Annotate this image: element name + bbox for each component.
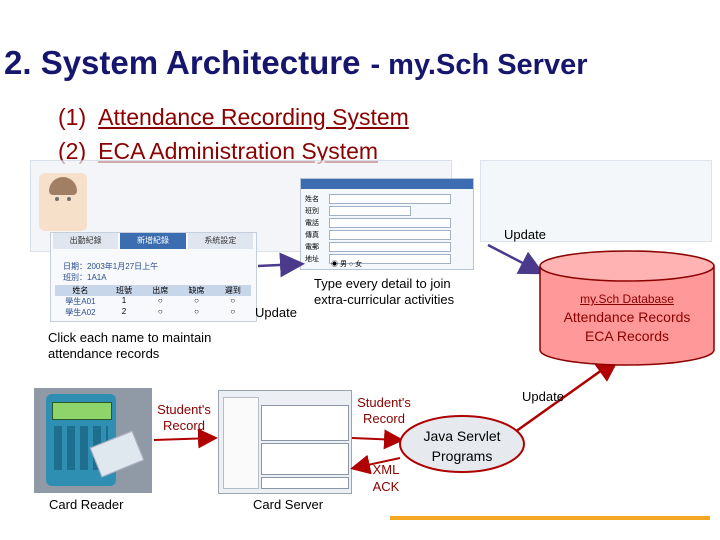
database-records: Attendance Records ECA Records — [540, 308, 714, 346]
field-label: 姓名 — [305, 196, 319, 203]
fax-field[interactable] — [329, 230, 451, 240]
col-header: 班號 — [115, 286, 132, 295]
field-label: 傳真 — [305, 232, 319, 239]
update-label-top: Update — [504, 227, 546, 242]
eca-form: 姓名 班別 電話 傳真 電郵 地址 ◉ 男 ○ 女 — [300, 178, 474, 270]
gender-female[interactable]: 女 — [355, 261, 363, 268]
system-num: (2) — [58, 138, 87, 164]
phone-field[interactable] — [329, 218, 451, 228]
form-row: 姓名 — [305, 193, 471, 205]
table-row[interactable]: 學生A02 2 ○ ○ ○ — [55, 307, 251, 318]
table-row[interactable]: 學生A01 1 ○ ○ ○ — [55, 296, 251, 307]
class-field[interactable] — [329, 206, 411, 216]
click-name-label: Click each name to maintain attendance r… — [48, 330, 212, 361]
form-row: 電話 — [305, 217, 471, 229]
card-server-label: Card Server — [253, 497, 324, 512]
radio-absent[interactable]: ○ — [194, 307, 199, 316]
attendance-header-row: 姓名 班號 出席 缺席 遲到 — [55, 285, 251, 296]
update-arrow-attendance — [257, 252, 305, 278]
form-row: 班別 — [305, 205, 471, 217]
radio-late[interactable]: ○ — [230, 307, 236, 316]
tab-system-settings[interactable]: 系統設定 — [187, 233, 253, 249]
col-header: 出席 — [152, 286, 169, 295]
database-record: Attendance Records — [563, 309, 691, 325]
radio-absent[interactable]: ○ — [194, 296, 199, 305]
database-icon — [539, 250, 715, 366]
form-row: 傳真 — [305, 229, 471, 241]
field-label: 電郵 — [305, 244, 319, 251]
record-arrow-server — [351, 429, 404, 450]
attendance-tabs: 出勤紀錄 新增紀錄 系統設定 — [53, 233, 253, 249]
update-label-left: Update — [255, 305, 297, 320]
col-header: 姓名 — [72, 286, 89, 295]
update-arrow-servlet — [514, 357, 621, 434]
system-item-1: (1) Attendance Recording System — [58, 104, 409, 131]
card-reader-label: Card Reader — [49, 497, 124, 512]
form-row: 地址 — [305, 253, 471, 265]
card-reader-image — [34, 388, 152, 493]
update-label-right: Update — [522, 389, 564, 404]
type-detail-label: Type every detail to join extra-curricul… — [314, 276, 455, 307]
right-panel — [480, 160, 712, 242]
record-arrow-reader — [153, 428, 218, 449]
form-row: 電郵 — [305, 241, 471, 253]
avatar — [39, 173, 87, 231]
system-label: Attendance Recording System — [98, 104, 409, 130]
java-servlet-ellipse — [399, 415, 525, 473]
email-field[interactable] — [329, 242, 451, 252]
page-title: 2. System Architecture - my.Sch Server — [4, 44, 588, 82]
student-num: 2 — [121, 307, 127, 316]
database-record: ECA Records — [584, 328, 670, 344]
students-record-left: Student's Record — [157, 402, 211, 433]
radio-present[interactable]: ○ — [157, 307, 163, 316]
gender-male[interactable]: 男 — [339, 261, 347, 268]
attendance-date: 日期：2003年1月27日上午 — [63, 262, 159, 271]
ack-arrow — [350, 454, 401, 475]
address-field[interactable] — [329, 254, 451, 264]
attendance-class: 班別：1A1A — [63, 273, 107, 282]
attendance-screen: 出勤紀錄 新增紀錄 系統設定 日期：2003年1月27日上午 班別：1A1A 姓… — [50, 232, 257, 322]
col-header: 遲到 — [224, 286, 241, 295]
accent-line — [390, 516, 710, 520]
card-reader-display — [52, 402, 112, 420]
student-name[interactable]: 學生A01 — [65, 297, 96, 306]
col-header: 缺席 — [188, 286, 205, 295]
eca-form-fields: 姓名 班別 電話 傳真 電郵 地址 — [305, 193, 471, 265]
student-num: 1 — [121, 296, 127, 305]
field-label: 班別 — [305, 208, 319, 215]
java-servlet-label: Java Servlet Programs — [423, 428, 501, 464]
title-main: 2. System Architecture — [4, 44, 361, 81]
name-field[interactable] — [329, 194, 451, 204]
radio-present[interactable]: ○ — [157, 296, 163, 305]
field-label: 電話 — [305, 220, 319, 227]
tab-add-record[interactable]: 新增紀錄 — [120, 233, 186, 249]
students-record-right: Student's Record — [357, 395, 411, 426]
system-num: (1) — [58, 104, 87, 130]
card-server-image — [218, 390, 352, 494]
radio-late[interactable]: ○ — [230, 296, 236, 305]
xml-ack-label: XML ACK — [372, 462, 400, 494]
student-name[interactable]: 學生A02 — [65, 308, 96, 317]
title-sub: - my.Sch Server — [370, 49, 588, 81]
system-item-2: (2) ECA Administration System — [58, 138, 378, 165]
update-arrow-eca — [487, 243, 545, 275]
system-label: ECA Administration System — [98, 138, 379, 164]
tab-attendance-records[interactable]: 出勤紀錄 — [53, 233, 119, 249]
eca-form-header — [301, 179, 473, 189]
gender-options: ◉ 男 ○ 女 — [331, 261, 363, 268]
field-label: 地址 — [305, 256, 319, 263]
database-title: my.Sch Database — [580, 292, 674, 306]
